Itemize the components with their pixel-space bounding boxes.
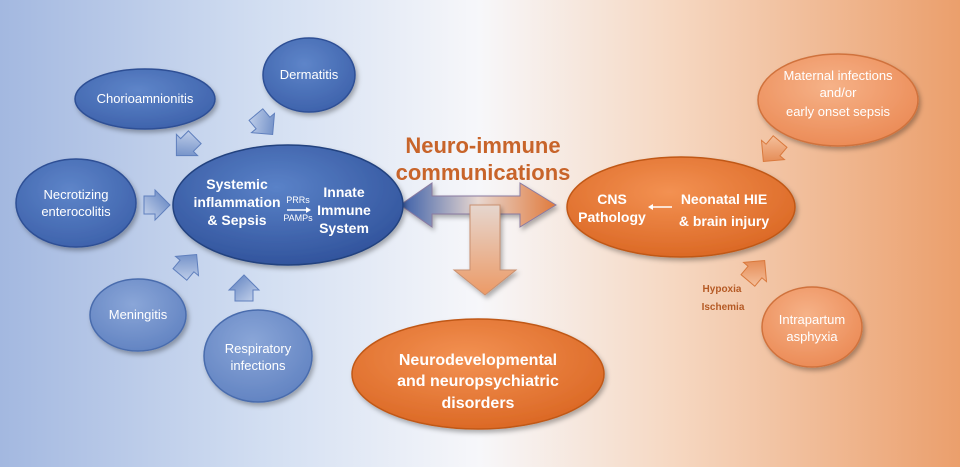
label-innate-2: Immune xyxy=(317,202,371,218)
arrow-maternal-to-hie xyxy=(760,135,788,163)
arrow-intrapartum-to-hie xyxy=(740,259,768,287)
label-respiratory-2: infections xyxy=(231,358,286,373)
label-ischemia: Ischemia xyxy=(702,302,745,313)
title-line-1: Neuro-immune xyxy=(405,133,560,158)
node-chorioamnionitis xyxy=(74,68,216,130)
arrow-dermatitis-to-center xyxy=(248,108,276,136)
label-intrapartum-1: Intrapartum xyxy=(779,312,845,327)
label-bottom-1: Neurodevelopmental xyxy=(399,352,557,369)
label-chorioamnionitis: Chorioamnionitis xyxy=(97,91,194,106)
node-necrotizing xyxy=(15,158,137,248)
label-dermatitis: Dermatitis xyxy=(280,67,339,82)
node-respiratory xyxy=(203,309,313,403)
node-bottom xyxy=(351,318,605,430)
label-bottom-2: and neuropsychiatric xyxy=(397,373,559,390)
arrow-meningitis-to-center xyxy=(172,253,200,281)
label-meningitis: Meningitis xyxy=(109,307,168,322)
label-systemic-2: inflammation xyxy=(193,194,280,210)
label-hypoxia: Hypoxia xyxy=(703,284,742,295)
label-bottom-3: disorders xyxy=(442,395,515,412)
label-hie-2: & brain injury xyxy=(679,213,769,229)
label-cns-1: CNS xyxy=(597,191,627,207)
label-prrs: PRRs xyxy=(286,195,310,205)
title-line-2: communications xyxy=(396,160,571,185)
label-systemic-3: & Sepsis xyxy=(207,212,266,228)
label-necrotizing-1: Necrotizing xyxy=(43,187,108,202)
node-meningitis xyxy=(89,278,187,352)
label-intrapartum-2: asphyxia xyxy=(786,329,838,344)
down-arrow xyxy=(452,204,518,296)
label-innate-3: System xyxy=(319,220,369,236)
label-maternal-1: Maternal infections xyxy=(783,68,893,83)
label-innate-1: Innate xyxy=(323,184,364,200)
arrow-respiratory-to-center xyxy=(227,274,261,302)
label-maternal-3: early onset sepsis xyxy=(786,104,891,119)
label-hie-1: Neonatal HIE xyxy=(681,191,767,207)
node-dermatitis xyxy=(262,37,356,113)
arrow-chorio-to-center xyxy=(175,130,202,157)
hie-to-cns-arrow xyxy=(648,204,672,210)
label-respiratory-1: Respiratory xyxy=(225,341,292,356)
label-cns-2: Pathology xyxy=(578,209,646,225)
label-necrotizing-2: enterocolitis xyxy=(41,204,111,219)
label-pamps: PAMPs xyxy=(283,213,313,223)
node-maternal xyxy=(757,53,919,147)
label-systemic-1: Systemic xyxy=(206,176,268,192)
prrs-pamps-arrow xyxy=(287,207,311,213)
node-intrapartum xyxy=(761,286,863,368)
label-maternal-2: and/or xyxy=(820,85,858,100)
node-systemic-innate xyxy=(172,144,404,266)
arrow-necrotizing-to-center xyxy=(143,188,171,222)
node-cns-hie xyxy=(566,156,796,258)
